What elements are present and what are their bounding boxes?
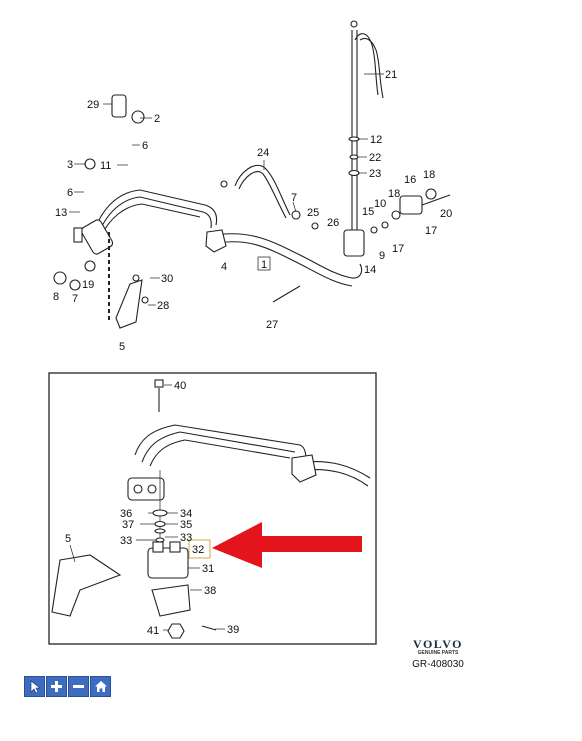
detail-box xyxy=(48,372,377,645)
callout-19: 19 xyxy=(82,279,94,291)
callout-24: 24 xyxy=(257,147,269,159)
callout-9: 9 xyxy=(379,250,385,262)
volvo-brand-block: VOLVO GENUINE PARTS GR-408030 xyxy=(398,638,478,670)
callout-26: 26 xyxy=(327,217,339,229)
callout-1: 1 xyxy=(261,259,267,271)
detail-callout-5: 5 xyxy=(65,533,71,545)
detail-callout-39: 39 xyxy=(227,624,239,636)
callout-15: 15 xyxy=(362,206,374,218)
callout-5: 5 xyxy=(119,341,125,353)
detail-drawing xyxy=(51,379,371,639)
cursor-icon xyxy=(30,679,41,693)
overview-leaders xyxy=(69,73,384,306)
detail-callout-37: 37 xyxy=(122,519,134,531)
callout-20: 20 xyxy=(440,208,452,220)
callout-18b: 18 xyxy=(388,188,400,200)
viewer-toolbar xyxy=(24,676,111,697)
callout-4: 4 xyxy=(221,261,227,273)
callout-11: 11 xyxy=(100,160,111,172)
home-icon xyxy=(94,681,107,692)
detail-callout-31: 31 xyxy=(202,563,214,575)
bracket-part-5 xyxy=(115,279,143,329)
bracket-detail-38 xyxy=(151,584,191,617)
callout-21: 21 xyxy=(385,69,397,81)
overview-callouts: 1 2 3 4 5 6 6 7 7 8 9 10 11 12 13 14 15 … xyxy=(53,69,452,353)
callout-18a: 18 xyxy=(423,169,435,181)
callout-28: 28 xyxy=(157,300,169,312)
detail-callout-38: 38 xyxy=(204,585,216,597)
zoom-out-button[interactable] xyxy=(68,676,89,697)
callout-17b: 17 xyxy=(392,243,404,255)
callout-box-1 xyxy=(257,256,271,271)
callout-10: 10 xyxy=(374,198,386,210)
callout-23: 23 xyxy=(369,168,381,180)
callout-6a: 6 xyxy=(142,140,148,152)
valve-block-14 xyxy=(343,229,365,257)
callout-13: 13 xyxy=(55,207,67,219)
callout-16: 16 xyxy=(404,174,416,186)
detail-callout-32: 32 xyxy=(192,544,204,556)
callout-6b: 6 xyxy=(67,187,73,199)
zoom-in-button[interactable] xyxy=(46,676,67,697)
callout-12: 12 xyxy=(370,134,382,146)
detail-callout-34: 34 xyxy=(180,508,192,520)
callout-8: 8 xyxy=(53,291,59,303)
callout-17a: 17 xyxy=(425,225,437,237)
detail-callout-40: 40 xyxy=(174,380,186,392)
manifold-left xyxy=(80,219,114,255)
genuine-parts-tagline: GENUINE PARTS xyxy=(417,650,459,656)
bracket-detail-5 xyxy=(51,554,122,617)
callout-7b: 7 xyxy=(72,293,78,305)
clip-part-4 xyxy=(205,229,227,253)
callout-25: 25 xyxy=(307,207,319,219)
home-button[interactable] xyxy=(90,676,111,697)
detail-callout-36: 36 xyxy=(120,508,132,520)
sensor-unit-31 xyxy=(147,547,189,579)
callout-22: 22 xyxy=(369,152,381,164)
callout-7a: 7 xyxy=(291,192,297,204)
detail-callout-41: 41 xyxy=(147,625,159,637)
diagram-code: GR-408030 xyxy=(412,659,464,670)
callout-30: 30 xyxy=(161,273,173,285)
callout-29: 29 xyxy=(87,99,99,111)
detail-callouts: 40 36 34 37 35 33 33 32 31 38 39 41 5 xyxy=(65,380,239,637)
volvo-logo: VOLVO xyxy=(413,637,463,651)
minus-icon xyxy=(73,685,84,688)
callout-14: 14 xyxy=(364,264,376,276)
overview-drawing xyxy=(53,20,451,329)
detail-callout-33b: 33 xyxy=(180,532,192,544)
fitting-16 xyxy=(399,195,423,215)
callout-2: 2 xyxy=(154,113,160,125)
callout-3: 3 xyxy=(67,159,73,171)
part-32-highlight-box[interactable] xyxy=(188,539,211,559)
callout-27: 27 xyxy=(266,319,278,331)
detail-callout-33a: 33 xyxy=(120,535,132,547)
manifold-detail xyxy=(127,477,165,501)
detail-callout-35: 35 xyxy=(180,519,192,531)
select-button[interactable] xyxy=(24,676,45,697)
red-pointer-arrow xyxy=(212,522,362,568)
detail-leaders xyxy=(69,384,225,631)
plus-icon xyxy=(51,681,62,692)
